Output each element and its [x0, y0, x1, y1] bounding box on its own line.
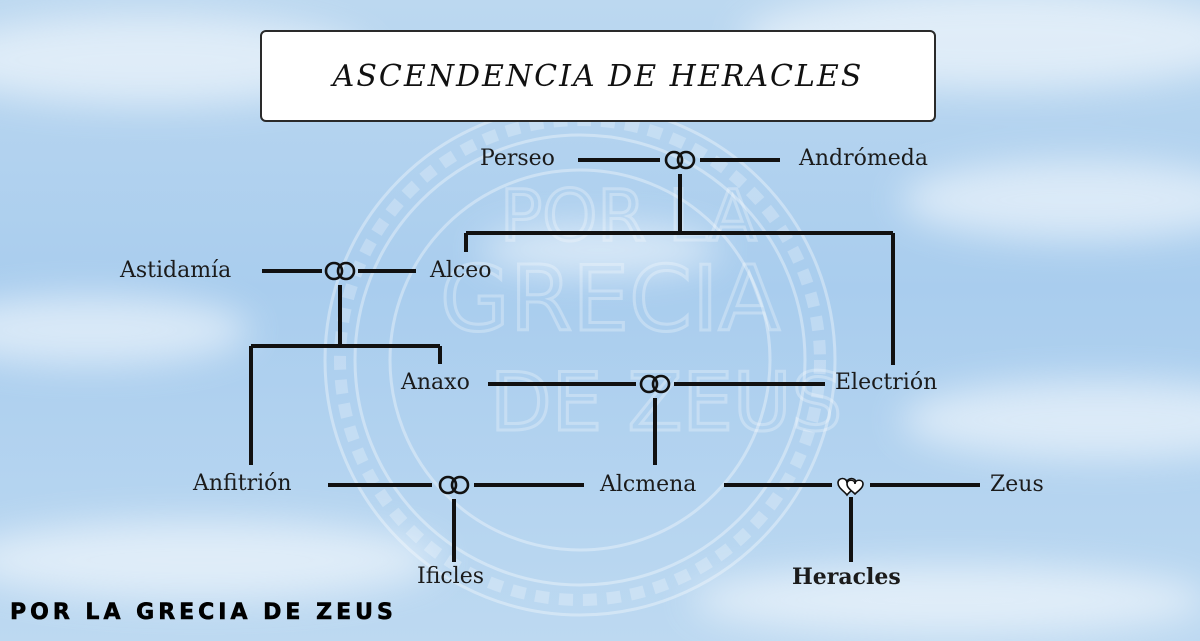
person-heracles: Heracles	[792, 564, 901, 590]
person-anaxo: Anaxo	[401, 370, 470, 395]
person-zeus: Zeus	[990, 472, 1044, 497]
hearts-icon	[837, 477, 864, 497]
rings-icon	[438, 475, 470, 495]
person-anfitrion: Anfitrión	[193, 471, 292, 496]
person-perseo: Perseo	[480, 146, 555, 171]
person-alceo: Alceo	[430, 258, 492, 283]
connector-perseo-children	[464, 174, 895, 365]
person-astidamia: Astidamía	[120, 258, 232, 283]
person-ificles: Ificles	[417, 564, 485, 589]
svg-text:GRECIA: GRECIA	[440, 247, 780, 352]
person-electrion: Electrión	[835, 370, 938, 395]
svg-text:POR LA: POR LA	[500, 175, 757, 257]
rings-icon	[324, 261, 356, 281]
rings-icon	[639, 374, 671, 394]
rings-icon	[664, 150, 696, 170]
person-alcmena: Alcmena	[600, 472, 697, 497]
title-box: ASCENDENCIA DE HERACLES	[260, 30, 936, 122]
footer-brand: POR LA GRECIA DE ZEUS	[10, 600, 397, 626]
svg-text:DE ZEUS: DE ZEUS	[490, 356, 842, 449]
page-title: ASCENDENCIA DE HERACLES	[332, 58, 864, 94]
person-andromeda: Andrómeda	[799, 146, 928, 171]
connector-alceo-children	[249, 285, 442, 465]
